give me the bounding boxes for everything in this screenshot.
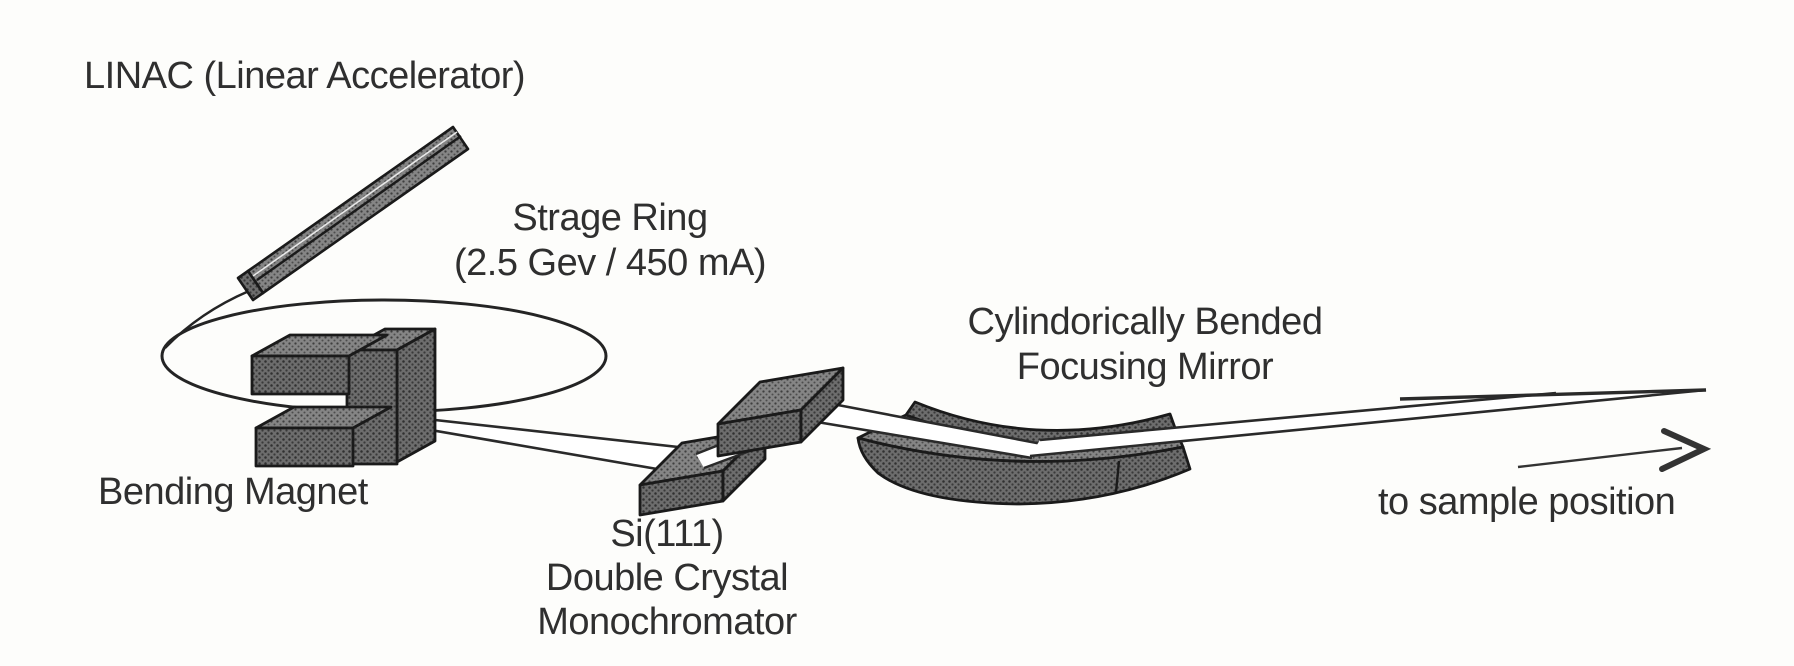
storage-ring-label: Strage Ring (2.5 Gev / 450 mA) — [410, 196, 810, 286]
storage-ring-label-line2: (2.5 Gev / 450 mA) — [453, 242, 767, 284]
direction-arrow — [1517, 428, 1712, 472]
focusing-mirror-label: Cylindorically Bended Focusing Mirror — [945, 300, 1345, 390]
linac-to-ring-line — [164, 289, 250, 349]
focusing-mirror-label-line2: Focusing Mirror — [1016, 346, 1274, 388]
beam-segment-mono-to-mirror — [816, 400, 1043, 460]
beam-segment-mirror-to-sample — [1029, 388, 1707, 458]
linac-bar — [236, 125, 470, 302]
linac-label: LINAC (Linear Accelerator) — [84, 55, 526, 97]
monochromator-label-line3: Monochromator — [537, 601, 797, 643]
bending-magnet-label: Bending Magnet — [98, 471, 368, 513]
beam-segment-magnet-to-mono — [389, 413, 715, 476]
monochromator-upper-crystal — [716, 366, 845, 458]
sample-position-label: to sample position — [1378, 481, 1676, 523]
storage-ring-label-line1: Strage Ring — [512, 197, 708, 239]
monochromator-label-line1: Si(111) — [610, 513, 724, 555]
monochromator-label-line2: Double Crystal — [545, 557, 789, 599]
monochromator-label: Si(111) Double Crystal Monochromator — [467, 512, 867, 644]
bending-magnet-shape — [250, 327, 437, 468]
focusing-mirror-label-line1: Cylindorically Bended — [967, 301, 1323, 343]
